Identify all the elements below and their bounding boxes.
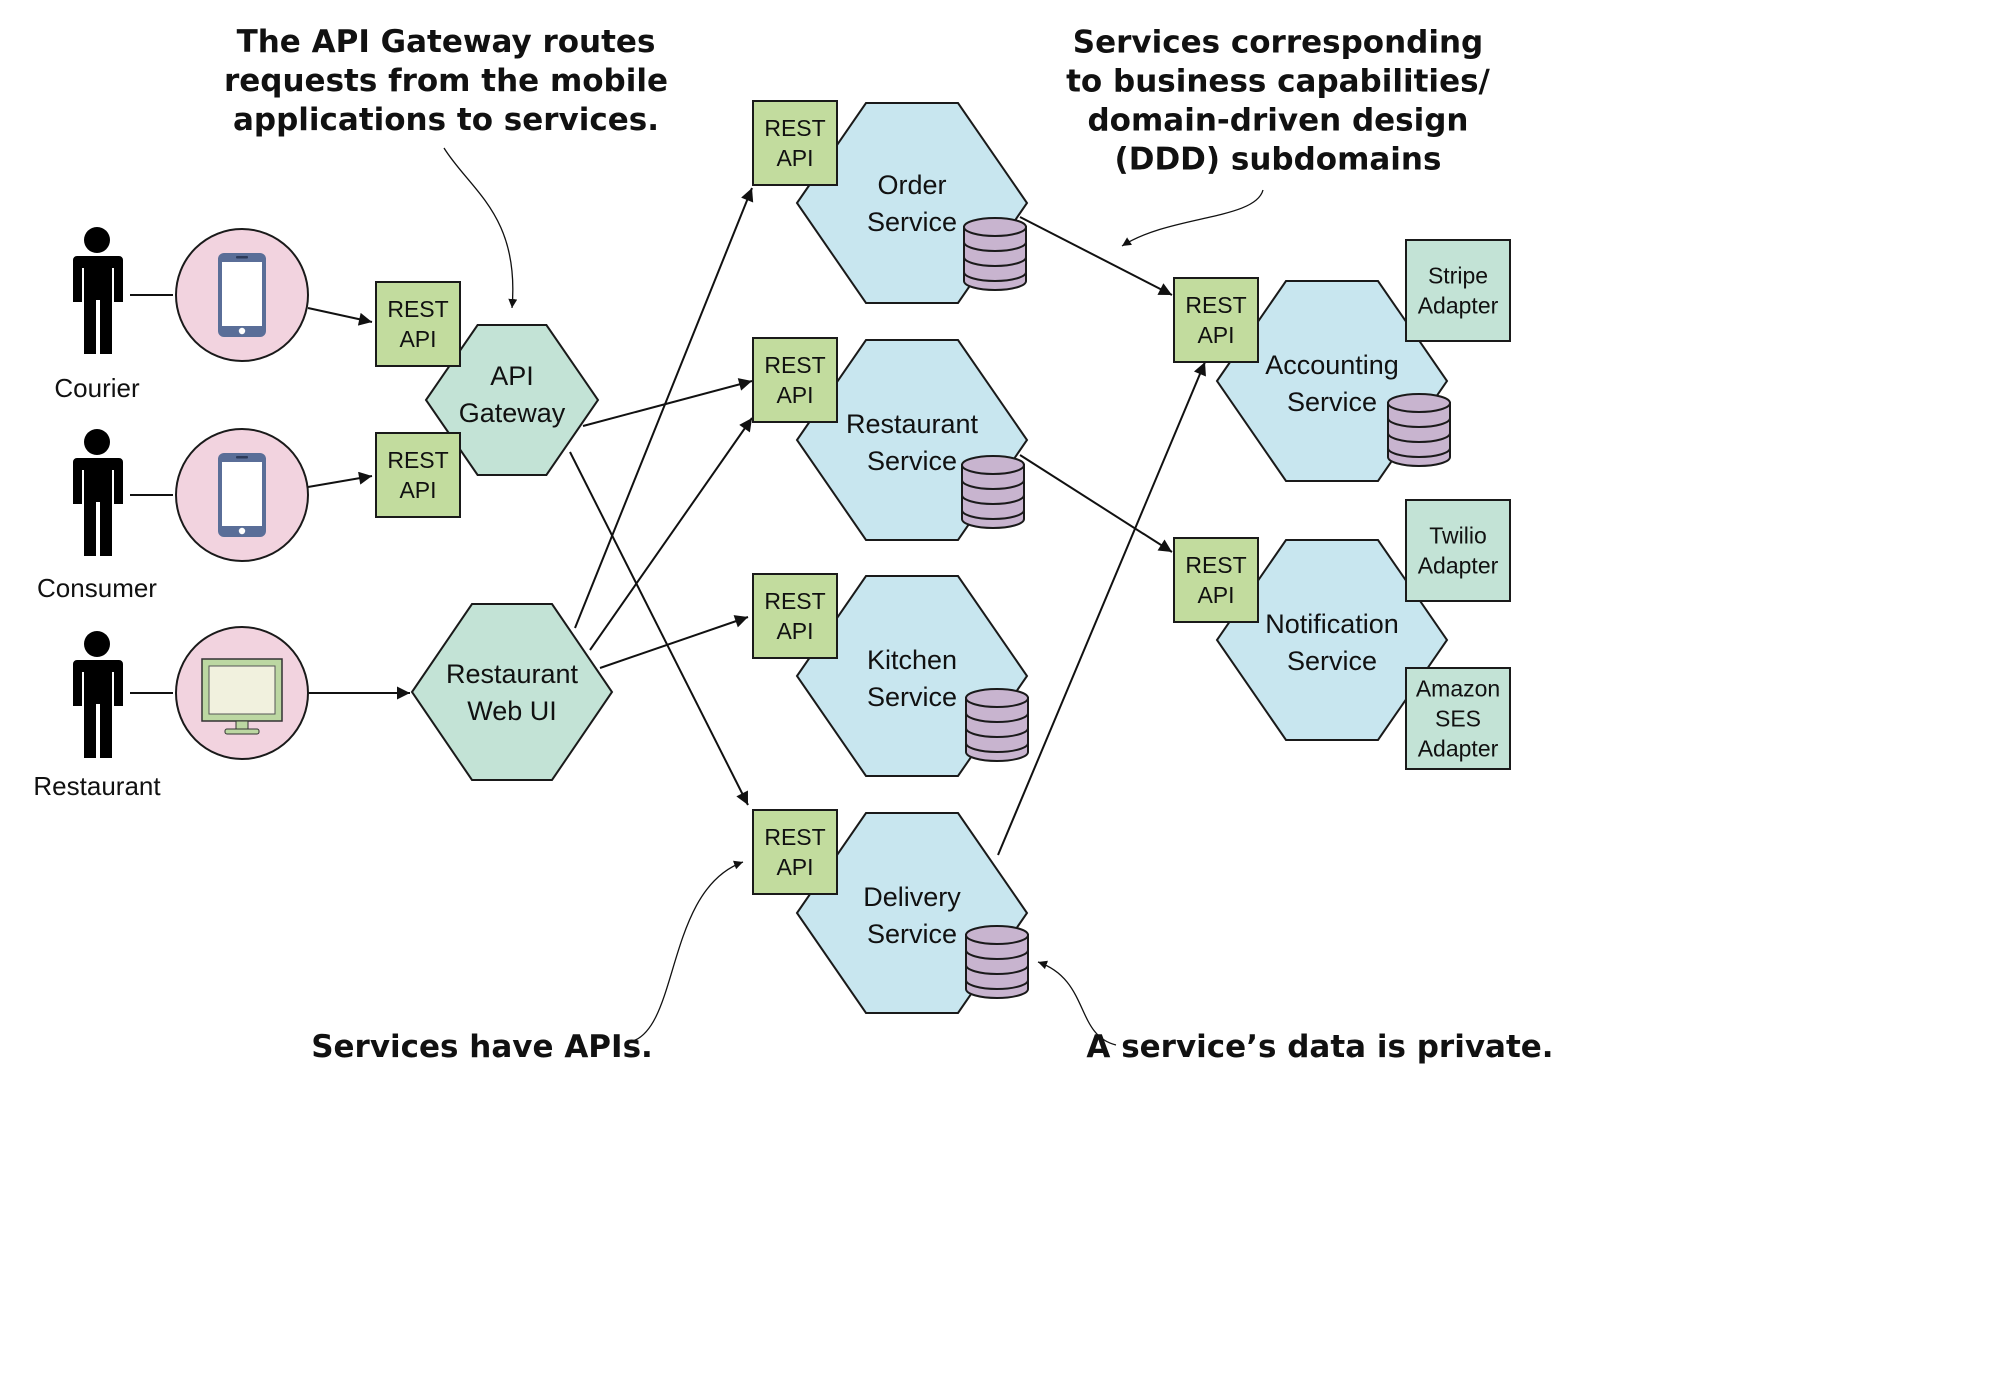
callout-arrow xyxy=(629,860,744,1043)
arrow xyxy=(307,307,373,326)
person-icon xyxy=(73,227,123,354)
arrow xyxy=(1019,216,1173,296)
adapter-box xyxy=(1405,239,1511,342)
callout-arrow xyxy=(1121,189,1264,247)
services-have-apis-annotation: Services have APIs. xyxy=(311,1029,653,1065)
actor-label: Consumer xyxy=(37,573,157,603)
api-gateway-hexagon xyxy=(424,324,600,476)
rest-api-box xyxy=(752,809,838,895)
callout-curves xyxy=(443,147,1264,1046)
arrow xyxy=(569,451,749,806)
rest-api-box xyxy=(1173,277,1259,363)
connection-arrows xyxy=(130,187,1206,856)
courier-client xyxy=(175,228,309,362)
actor-courier: Courier xyxy=(54,227,309,403)
adapter-box xyxy=(1405,499,1511,602)
phone-icon xyxy=(218,253,266,337)
arrow xyxy=(599,615,749,669)
private-data-annotation: A service’s data is private. xyxy=(1086,1029,1553,1065)
phone-icon xyxy=(218,453,266,537)
adapter-box xyxy=(1405,667,1511,770)
arrow xyxy=(582,378,753,427)
kitchen-database-icon xyxy=(965,688,1029,762)
monitor-icon xyxy=(201,658,283,735)
restaurant-database-icon xyxy=(961,455,1025,529)
order-database-icon xyxy=(963,217,1027,291)
rest-api-box xyxy=(375,432,461,518)
restaurant-web-ui-hexagon xyxy=(410,603,614,781)
rest-api-box xyxy=(752,337,838,423)
arrow xyxy=(307,471,373,488)
callout-arrow xyxy=(443,147,518,309)
actor-restaurant: Restaurant xyxy=(33,626,309,801)
person-icon xyxy=(73,631,123,758)
rest-api-box xyxy=(752,100,838,186)
arrow xyxy=(1019,454,1173,553)
rest-api-box xyxy=(1173,537,1259,623)
actor-label: Courier xyxy=(54,373,140,403)
person-icon xyxy=(73,429,123,556)
actor-consumer: Consumer xyxy=(37,428,309,603)
actor-label: Restaurant xyxy=(33,771,161,801)
delivery-database-icon xyxy=(965,925,1029,999)
callout-arrow xyxy=(1037,960,1117,1046)
accounting-database-icon xyxy=(1387,393,1451,467)
rest-api-box xyxy=(752,573,838,659)
arrow xyxy=(574,187,754,629)
arrow xyxy=(589,417,753,651)
consumer-client xyxy=(175,428,309,562)
restaurant-client xyxy=(175,626,309,760)
arrow xyxy=(997,361,1206,856)
notification-service-hexagon xyxy=(1215,539,1449,741)
rest-api-box xyxy=(375,281,461,367)
